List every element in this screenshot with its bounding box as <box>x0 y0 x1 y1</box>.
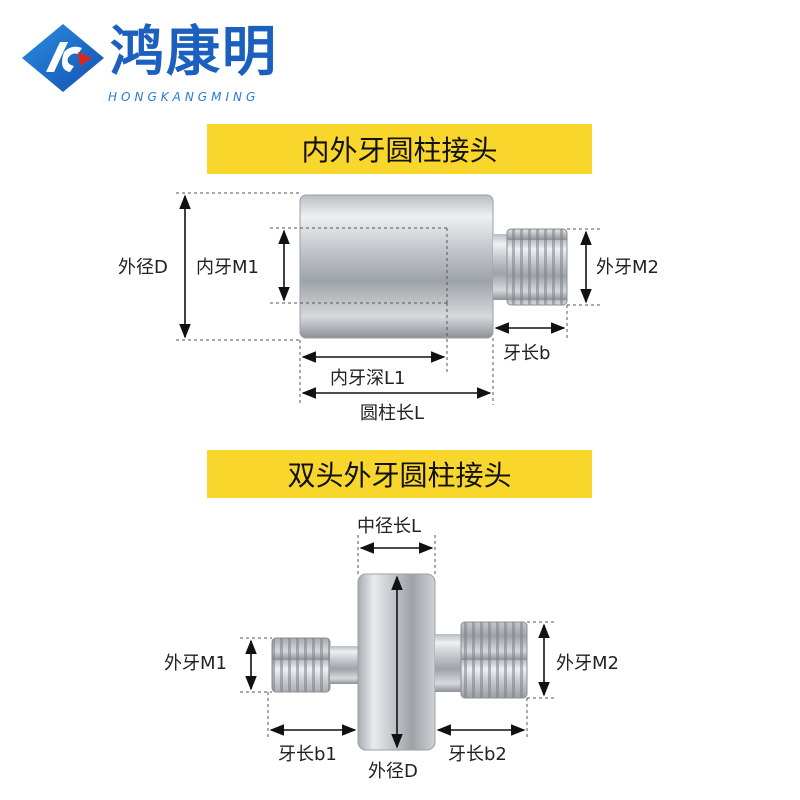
male-thread-m2 <box>507 229 567 305</box>
male-thread-m2-right <box>461 622 527 698</box>
logo-mark-icon <box>22 24 104 92</box>
label-thread-m1: 外牙M1 <box>164 653 227 674</box>
section1-title: 内外牙圆柱接头 <box>301 134 498 167</box>
cylinder-body <box>300 195 493 338</box>
label-inner-depth-l1: 内牙深L1 <box>330 368 406 389</box>
female-male-adapter <box>299 194 568 339</box>
label-middle-length-l: 中径长L <box>357 516 422 537</box>
label-thread-length-b1: 牙长b1 <box>278 744 337 765</box>
label-outer-thread-m2: 外牙M2 <box>596 257 659 278</box>
neck-left <box>330 646 358 684</box>
inner-thread-outline <box>176 192 600 405</box>
neck-right <box>435 634 461 692</box>
label-thread-length-b: 牙长b <box>503 343 551 364</box>
label-outer-diameter: 外径D <box>118 257 168 278</box>
label-cylinder-length-l: 圆柱长L <box>360 403 425 424</box>
double-male-adapter <box>271 573 528 751</box>
label-thread-m2: 外牙M2 <box>556 653 619 674</box>
section2-title-banner: 双头外牙圆柱接头 <box>207 450 592 498</box>
section1-dimensions <box>179 194 592 399</box>
label-thread-length-b2: 牙长b2 <box>448 744 507 765</box>
brand-pinyin: HONGKANGMING <box>108 90 260 104</box>
section2-dimensions <box>245 542 550 749</box>
brand-name: 鸿康明 <box>110 20 278 83</box>
thread-neck <box>493 234 507 300</box>
section2-title: 双头外牙圆柱接头 <box>287 459 512 492</box>
label-outer-diameter-d: 外径D <box>368 761 418 782</box>
section1-title-banner: 内外牙圆柱接头 <box>207 124 592 174</box>
section2-extension-lines <box>240 535 555 740</box>
male-thread-m1 <box>272 638 330 692</box>
label-inner-thread-m1: 内牙M1 <box>196 257 259 278</box>
